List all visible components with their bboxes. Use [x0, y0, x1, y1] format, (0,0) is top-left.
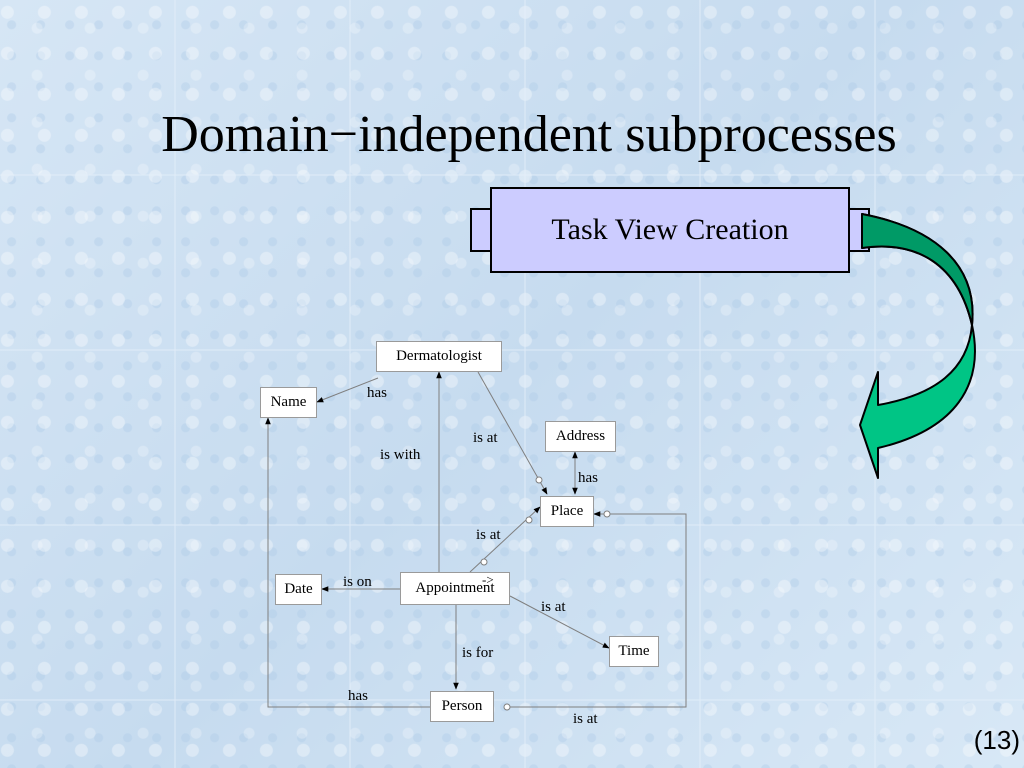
edge-derm-is-at-place: [477, 371, 548, 495]
label-appt-is-for-person: is for: [462, 645, 494, 661]
task-view-creation-box: Task View Creation: [490, 187, 850, 273]
slide-title: Domain−independent subprocesses: [161, 106, 897, 163]
label-appt-is-with-derm: is with: [380, 447, 421, 463]
node-dermatologist: Dermatologist: [376, 341, 502, 372]
task-box-left-tab: [470, 208, 492, 252]
node-date: Date: [275, 574, 322, 605]
node-address: Address: [545, 421, 616, 452]
label-person-has-name: has: [348, 688, 368, 704]
label-appt-is-at-time: is at: [541, 599, 566, 615]
label-person-is-at-place: is at: [573, 711, 598, 727]
anchor-circle: [603, 510, 611, 518]
label-address-has: has: [578, 470, 598, 486]
label-derm-has-name: has: [367, 385, 387, 401]
anchor-circle: [503, 703, 511, 711]
task-box-label: Task View Creation: [551, 213, 789, 246]
label-derm-is-at-place: is at: [473, 430, 498, 446]
anchor-circle: [535, 476, 543, 484]
node-time: Time: [609, 636, 659, 667]
node-person: Person: [430, 691, 494, 722]
page-number: (13): [973, 725, 1020, 755]
node-appointment: Appointment: [400, 572, 510, 605]
edge-person-is-at-place: [507, 511, 687, 708]
anchor-circle: [525, 516, 533, 524]
edge-person-has-name: [265, 417, 430, 708]
anchor-circle: [480, 558, 488, 566]
label-appt-is-on-date: is on: [343, 574, 372, 590]
node-name: Name: [260, 387, 317, 418]
node-place: Place: [540, 496, 594, 527]
edge-appt-is-at-time: [509, 595, 610, 649]
edge-derm-has-name: [316, 377, 379, 403]
label-appt-marker: ->: [482, 572, 494, 587]
label-appt-is-at-place: is at: [476, 527, 501, 543]
